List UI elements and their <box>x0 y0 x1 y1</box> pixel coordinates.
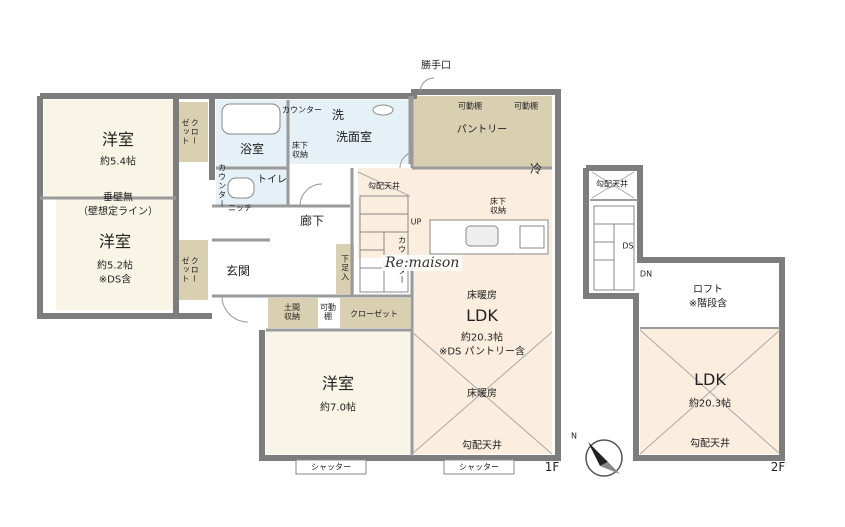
ldk-area: 約20.3帖 <box>460 332 504 344</box>
dirt-storage-fill <box>268 298 318 328</box>
closet-w-label: クロー ゼット <box>181 256 200 284</box>
dn-label: DN <box>639 269 653 279</box>
floor-storage-1-label: 床下 収納 <box>292 140 308 159</box>
toilet-fixture <box>227 177 255 199</box>
back-door-label: 勝手口 <box>421 60 451 72</box>
ldk-name: LDK <box>466 305 498 325</box>
kitchen-ceiling-label: 勾配天井 <box>368 181 400 191</box>
toilet-label: トイレ <box>257 174 287 186</box>
western-room-nw-area: 約5.4帖 <box>100 156 136 168</box>
floor2-label: 2F <box>770 460 786 475</box>
ldk-ceiling-lines <box>357 171 553 455</box>
closet-s-fill <box>340 298 410 328</box>
western-room-s-area: 約7.0帖 <box>320 402 356 414</box>
counter-toilet-label: カウンター <box>217 163 227 209</box>
door-swings <box>221 77 435 323</box>
western-room-w-area: 約5.2帖 <box>97 260 133 272</box>
ldk-2f-ceiling-label: 勾配天井 <box>690 438 730 450</box>
bathtub <box>221 103 281 135</box>
shutter-1-box <box>295 459 367 475</box>
wall-note-2: （壁想定ライン） <box>78 206 158 218</box>
stairs-2f <box>593 205 635 291</box>
washroom-label: 洗面室 <box>335 130 373 145</box>
ldk-2f-ceiling-lines <box>591 171 781 455</box>
compass <box>585 439 623 477</box>
niche-label: ニッチ <box>228 203 252 213</box>
ds-label: DS <box>622 241 634 251</box>
closet-nw-fill <box>176 102 208 162</box>
floor2-top-ceiling-label: 勾配天井 <box>596 179 628 189</box>
floor1-inner-walls <box>40 96 552 456</box>
pantry-fill <box>412 96 552 168</box>
loft-note: ※階段含 <box>688 298 728 310</box>
western-room-w-name: 洋室 <box>98 231 132 251</box>
up-label: UP <box>410 217 422 227</box>
floor1-label: 1F <box>544 460 560 475</box>
dirt-storage-label: 土間 収納 <box>284 302 300 321</box>
kitchen-stove <box>519 225 545 249</box>
entrance-label: 玄関 <box>225 264 251 279</box>
kitchen-sink <box>465 225 499 247</box>
movable-shelf-b-label: 可動棚 <box>514 101 538 111</box>
shoe-entry-label: 下足入 <box>340 254 350 282</box>
stairs-1f <box>359 195 409 293</box>
wash-label: 洗 <box>331 108 345 123</box>
floor2-walls <box>583 165 785 461</box>
western-room-w-fill <box>56 198 176 310</box>
ldk-heating-label: 床暖房 <box>467 290 497 302</box>
western-room-w-note: ※DS含 <box>98 274 132 286</box>
compass-label: N <box>571 431 577 441</box>
western-room-s-name: 洋室 <box>321 373 355 393</box>
pantry-label: パントリー <box>456 124 508 136</box>
ldk-2f-name: LDK <box>694 369 726 389</box>
ldk-2f-area: 約20.3帖 <box>688 398 732 410</box>
corridor-label: 廊下 <box>299 214 325 229</box>
wash-basin <box>372 104 394 116</box>
ldk-note: ※DS パントリー含 <box>438 346 526 358</box>
western-room-nw-name: 洋室 <box>101 129 135 149</box>
wall-note-1: 垂壁無 <box>103 192 133 204</box>
brand-logo: Re:maison <box>382 255 463 271</box>
floor1-walls <box>37 89 561 461</box>
shutter-2-box <box>443 459 515 475</box>
shutter-1-label: シャッター <box>311 462 351 472</box>
bath-label: 浴室 <box>239 142 265 157</box>
ldk-fill <box>412 258 552 454</box>
ldk-ceiling-label: 勾配天井 <box>462 440 502 452</box>
closet-w-fill <box>176 240 208 300</box>
closet-s-label: クローゼット <box>350 309 398 319</box>
shoe-entry-fill <box>336 244 354 294</box>
western-room-nw-fill <box>44 100 176 198</box>
movable-shelf-a-label: 可動棚 <box>458 101 482 111</box>
floor-storage-2-label: 床下 収納 <box>490 196 506 215</box>
shutter-2-label: シャッター <box>459 462 499 472</box>
floor2-inner <box>590 199 780 329</box>
ldk-heating-2-label: 床暖房 <box>467 388 497 400</box>
western-room-s-fill <box>266 330 410 454</box>
closet-nw-label: クロー ゼット <box>181 118 200 146</box>
fridge-label: 冷 <box>529 162 543 177</box>
loft-name: ロフト <box>693 284 723 296</box>
counter-wash-label: カウンター <box>282 105 322 115</box>
movable-shelf-entry-label: 可動 棚 <box>320 302 336 321</box>
